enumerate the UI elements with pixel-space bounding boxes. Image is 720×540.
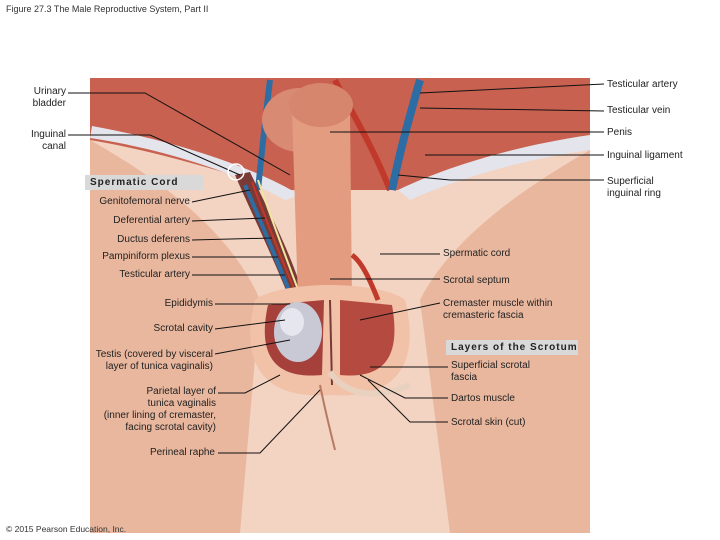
inguinal-ring-marker (227, 163, 245, 181)
layers-heading-box (446, 340, 578, 355)
left-thigh (90, 140, 260, 533)
label-inguinal-canal: Inguinal canal (30, 129, 66, 152)
leader-cremaster (359, 302, 441, 321)
ductus-deferens-vessel (257, 179, 301, 296)
label-superficial-inguinal-ring: Superficial inguinal ring (607, 176, 661, 199)
label-inguinal-ligament: Inguinal ligament (607, 150, 683, 161)
perineal-raphe-line (319, 384, 336, 451)
label-testicular-artery-left: Testicular artery (119, 269, 190, 280)
leader-parietal-layer (218, 374, 281, 394)
label-testicular-artery-right: Testicular artery (607, 79, 678, 90)
label-deferential-artery: Deferential artery (113, 215, 190, 226)
leader-dartos (359, 374, 448, 399)
label-scrotal-cavity: Scrotal cavity (153, 323, 213, 334)
leader-urinary-bladder (68, 92, 291, 176)
leader-deferential-artery (191, 217, 266, 222)
spermatic-cord-heading: Spermatic Cord (90, 177, 179, 188)
label-pampiniform-plexus: Pampiniform plexus (102, 251, 190, 262)
leader-scrotal-skin (367, 379, 448, 423)
testis-highlight (280, 308, 304, 336)
testicular-vein-vessel (388, 78, 424, 191)
leader-testicular-vein (419, 107, 605, 112)
label-perineal-raphe: Perineal raphe (149, 447, 215, 458)
label-spermatic-cord: Spermatic cord (443, 248, 511, 259)
leader-superficial-inguinal-ring (397, 174, 604, 181)
label-parietal-layer: Parietal layer of tunica vaginalis (inne… (103, 386, 216, 433)
figure-title: Figure 27.3 The Male Reproductive System… (6, 4, 209, 14)
label-penis: Penis (607, 127, 633, 138)
label-cremaster-muscle: Cremaster muscle within cremasteric fasc… (443, 298, 553, 321)
artery-in-cord (251, 181, 298, 297)
leader-lines (68, 83, 605, 454)
label-scrotal-skin: Scrotal skin (cut) (451, 417, 526, 428)
label-epididymis: Epididymis (164, 298, 213, 309)
label-testis: Testis (covered by visceral layer of tun… (95, 349, 213, 372)
layers-of-scrotum-heading: Layers of the Scrotum (451, 342, 578, 353)
leader-genitofemoral-nerve (191, 189, 251, 203)
scrotal-septum-line (329, 299, 333, 386)
label-ductus-deferens: Ductus deferens (117, 234, 190, 245)
label-urinary-bladder: Urinary bladder (32, 86, 66, 109)
left-vein-vessel (255, 79, 273, 191)
leader-testicular-artery-right (419, 83, 605, 94)
label-dartos-muscle: Dartos muscle (451, 393, 515, 404)
right-cremaster (340, 300, 395, 376)
penis-glans (289, 83, 353, 127)
leader-ductus-deferens (191, 237, 273, 241)
scrotal-layers-cut (327, 370, 412, 397)
spermatic-cord-heading-box (85, 175, 203, 190)
leader-testis (214, 339, 291, 355)
label-scrotal-septum: Scrotal septum (443, 275, 510, 286)
label-superficial-scrotal-fascia: Superficial scrotal fascia (451, 360, 530, 383)
leader-scrotal-cavity (214, 319, 286, 330)
copyright-notice: © 2015 Pearson Education, Inc. (6, 524, 127, 534)
leader-perineal-raphe (218, 389, 321, 454)
label-genitofemoral-nerve: Genitofemoral nerve (99, 196, 190, 207)
penis-shaft (292, 95, 352, 301)
leader-inguinal-canal (68, 134, 241, 176)
label-testicular-vein: Testicular vein (607, 105, 671, 116)
inguinal-ligament-right (398, 135, 590, 200)
right-spermatic-cord (350, 252, 381, 301)
